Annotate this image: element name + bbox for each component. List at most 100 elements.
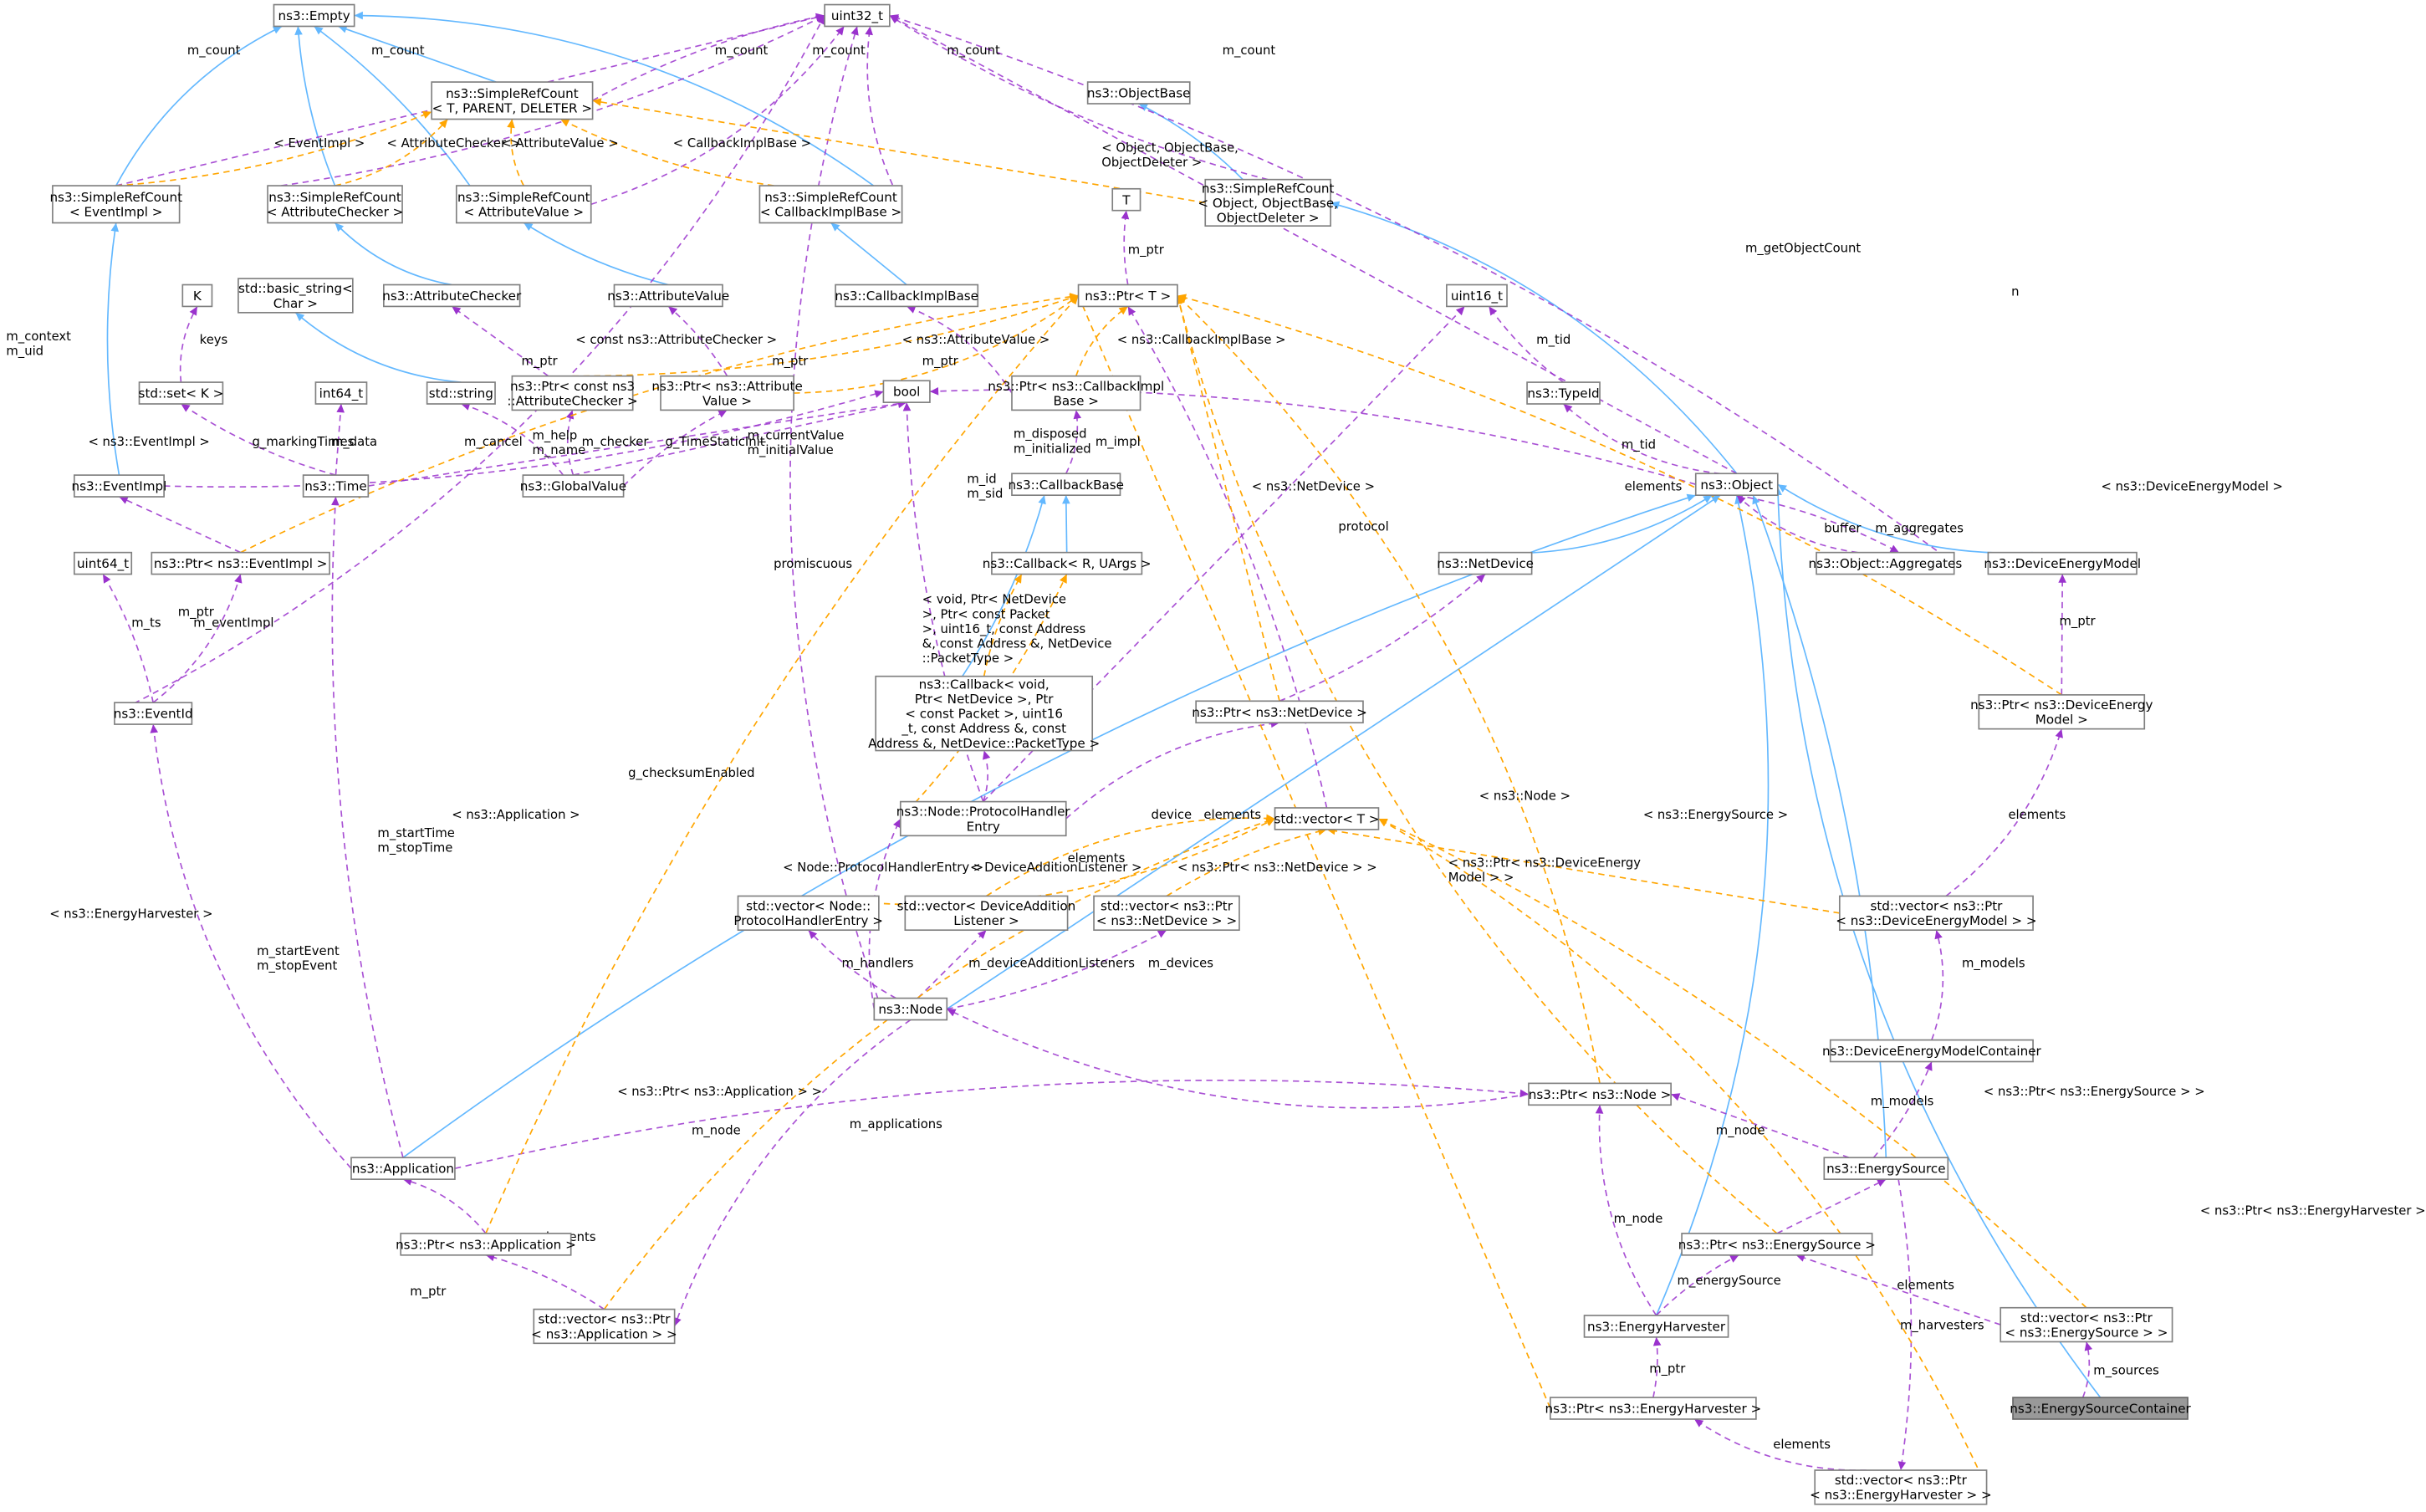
class-node-ptr-a-c[interactable]: ns3::Ptr< const ns3::AttributeChecker >: [507, 375, 638, 411]
class-node-uint32[interactable]: uint32_t: [824, 3, 891, 28]
arrowhead-icon: [150, 724, 159, 733]
class-node-cib[interactable]: ns3::CallbackImplBase: [835, 284, 979, 308]
inheritance-edge: [1776, 486, 2102, 1398]
class-node-energy-harvester[interactable]: ns3::EnergyHarvester: [1583, 1315, 1729, 1338]
class-node-empty[interactable]: ns3::Empty: [273, 3, 355, 28]
class-node-ptr-node[interactable]: ns3::Ptr< ns3::Node >: [1528, 1082, 1672, 1106]
node-label: std::vector< ns3::Ptr< ns3::DeviceEnergy…: [1836, 899, 2036, 929]
node-box: [2012, 1397, 2189, 1420]
class-node-basicstr[interactable]: std::basic_string<Char >: [237, 278, 354, 314]
template-edge: [1378, 818, 1988, 1488]
class-node-demc[interactable]: ns3::DeviceEnergyModelContainer: [1822, 1039, 2042, 1063]
node-label: ns3::EnergyHarvester: [1587, 1319, 1726, 1334]
class-node-vec-ptr-e-h[interactable]: std::vector< ns3::Ptr< ns3::EnergyHarves…: [1810, 1469, 1992, 1505]
node-label: ns3::CallbackImplBase: [835, 289, 978, 304]
class-node-aggregates[interactable]: ns3::Object::Aggregates: [1808, 551, 1962, 575]
usage-edge: [335, 403, 342, 476]
arrowhead-icon: [1897, 1461, 1907, 1471]
edge-label-m-tid: m_tid: [1622, 438, 1656, 452]
edge-label-m-applications: m_applications: [850, 1117, 942, 1131]
edge-label-elements: elements: [1625, 480, 1683, 494]
class-node-src-c-i-b[interactable]: ns3::SimpleRefCount< CallbackImplBase >: [758, 185, 903, 224]
arrowhead-icon: [295, 312, 305, 322]
class-node-vec-ptr-app[interactable]: std::vector< ns3::Ptr< ns3::Application …: [531, 1308, 677, 1345]
usage-edge: [808, 929, 896, 999]
arrowhead-icon: [1073, 410, 1082, 420]
class-node-ptr-event-impl[interactable]: ns3::Ptr< ns3::EventImpl >: [151, 551, 330, 575]
arrowhead-icon: [272, 26, 283, 34]
node-box: [426, 381, 496, 405]
arrowhead-icon: [2084, 1341, 2093, 1351]
class-node-vec-ptr-n-d[interactable]: std::vector< ns3::Ptr< ns3::NetDevice > …: [1093, 895, 1240, 932]
class-node-src-a-v[interactable]: ns3::SimpleRefCount< AttributeValue >: [455, 185, 592, 224]
class-node-src-t[interactable]: ns3::SimpleRefCount< T, PARENT, DELETER …: [431, 81, 594, 120]
class-node--k[interactable]: K: [181, 284, 213, 308]
edge-label-m-tid: m_tid: [1536, 333, 1571, 347]
class-node-ptr-e-h[interactable]: ns3::Ptr< ns3::EnergyHarvester >: [1545, 1397, 1762, 1420]
class-node-bool[interactable]: bool: [882, 380, 931, 403]
class-node-src-a-c[interactable]: ns3::SimpleRefCount< AttributeChecker >: [267, 185, 404, 224]
class-node-energy-source[interactable]: ns3::EnergySource: [1823, 1157, 1949, 1180]
class-node-ptr-t[interactable]: ns3::Ptr< T >: [1077, 284, 1178, 308]
class-node-vec-t[interactable]: std::vector< T >: [1274, 807, 1380, 830]
class-node-uint64[interactable]: uint64_t: [73, 551, 133, 575]
class-node-typeid[interactable]: ns3::TypeId: [1526, 381, 1601, 405]
class-node-ptr-app[interactable]: ns3::Ptr< ns3::Application >: [396, 1233, 576, 1256]
arrowhead-icon: [354, 11, 363, 20]
node-box: [511, 375, 634, 411]
class-node-dem[interactable]: ns3::DeviceEnergyModel: [1984, 551, 2141, 575]
node-box: [1011, 375, 1141, 411]
class-node-src-obj[interactable]: ns3::SimpleRefCount< Object, ObjectBase,…: [1198, 178, 1338, 227]
edge-label-m-impl: m_impl: [1096, 435, 1141, 449]
node-box: [237, 278, 354, 314]
class-node-attr-value[interactable]: ns3::AttributeValue: [607, 284, 729, 308]
class-node--t[interactable]: T: [1111, 187, 1141, 212]
class-node-ptr-net-device[interactable]: ns3::Ptr< ns3::NetDevice >: [1192, 700, 1367, 724]
arrowhead-icon: [1686, 493, 1696, 502]
usage-edge: [667, 305, 728, 377]
class-node-uint16[interactable]: uint16_t: [1446, 284, 1508, 308]
class-node-ptr-e-s[interactable]: ns3::Ptr< ns3::EnergySource >: [1678, 1233, 1876, 1256]
class-node-global-value[interactable]: ns3::GlobalValue: [520, 474, 626, 498]
arrowhead-icon: [1059, 574, 1067, 584]
usage-edge: [1655, 1254, 1739, 1316]
class-node-attr-checker[interactable]: ns3::AttributeChecker: [382, 284, 522, 308]
class-node-callback-void[interactable]: ns3::Callback< void,Ptr< NetDevice >, Pt…: [868, 675, 1100, 752]
class-node-event-id[interactable]: ns3::EventId: [114, 702, 193, 725]
class-node-vec-ptr-d-e-m[interactable]: std::vector< ns3::Ptr< ns3::DeviceEnergy…: [1836, 895, 2037, 932]
arrowhead-icon: [103, 574, 111, 584]
node-box: [314, 381, 368, 405]
usage-edge: [1279, 573, 1486, 702]
class-node-net-device[interactable]: ns3::NetDevice: [1437, 551, 1534, 575]
class-node-int64[interactable]: int64_t: [314, 381, 368, 405]
class-node-vec-p-h-e[interactable]: std::vector< Node::ProtocolHandlerEntry …: [733, 895, 883, 932]
arrowhead-icon: [907, 305, 917, 314]
class-node-vec-ptr-e-s[interactable]: std::vector< ns3::Ptr< ns3::EnergySource…: [2000, 1306, 2173, 1343]
class-node-src-event[interactable]: ns3::SimpleRefCount< EventImpl >: [49, 185, 182, 224]
node-box: [1838, 895, 2034, 932]
arrowhead-icon: [1157, 930, 1167, 938]
class-node-callback-r-u[interactable]: ns3::Callback< R, UArgs >: [983, 551, 1152, 575]
usage-edge: [1488, 305, 1565, 383]
class-node-callback-base[interactable]: ns3::CallbackBase: [1008, 472, 1124, 497]
arrowhead-icon: [1138, 103, 1148, 111]
class-node-set-k[interactable]: std::set< K >: [139, 381, 224, 405]
class-node-objbase[interactable]: ns3::ObjectBase: [1086, 81, 1191, 105]
class-node-stdstring[interactable]: std::string: [426, 381, 496, 405]
class-node-node[interactable]: ns3::Node: [873, 997, 948, 1021]
class-node-esc[interactable]: ns3::EnergySourceContainer: [2010, 1397, 2192, 1420]
inheritance-edge: [314, 25, 471, 186]
class-node-application[interactable]: ns3::Application: [350, 1157, 456, 1180]
class-node-event-impl[interactable]: ns3::EventImpl: [72, 474, 167, 498]
node-label: ns3::EnergySourceContainer: [2010, 1402, 2191, 1417]
class-node-object[interactable]: ns3::Object: [1694, 472, 1779, 497]
arrowhead-icon: [1736, 495, 1746, 504]
arrowhead-icon: [1703, 495, 1713, 503]
class-node-time[interactable]: ns3::Time: [302, 474, 370, 498]
